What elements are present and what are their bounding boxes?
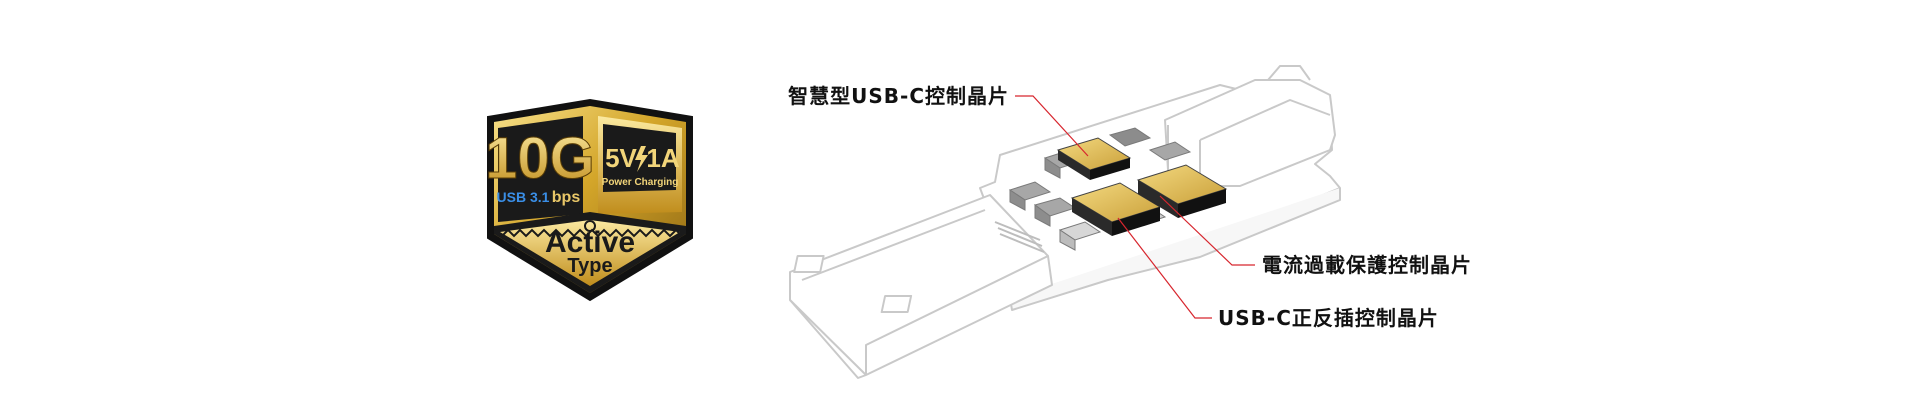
callout-reversible-usb-c-chip: USB-C正反插控制晶片	[1218, 306, 1439, 330]
callout-smart-usb-c-chip: 智慧型USB-C控制晶片	[788, 84, 1009, 108]
smart-usb-c-chip	[1056, 137, 1132, 180]
leader-smart-chip	[1015, 95, 1089, 157]
badge-type-line2: Type	[567, 255, 612, 277]
usb-a-hole	[793, 255, 825, 273]
badge-ring-icon	[584, 220, 596, 232]
badge-power-current: 1A	[646, 143, 679, 173]
chip-group	[1008, 127, 1228, 251]
leader-reversible-chip	[1117, 217, 1212, 319]
overload-protection-chip	[1136, 164, 1228, 218]
usb-a-plug	[789, 194, 1053, 379]
lightning-bolt-icon	[635, 146, 648, 172]
badge-speed-standard: USB 3.1	[497, 189, 550, 205]
badge-power-label: Power Charging	[602, 177, 679, 188]
badge-power-value: 5V	[605, 143, 637, 173]
reversible-usb-c-chip	[1070, 182, 1162, 236]
leader-overload-chip	[1159, 195, 1255, 266]
usb-a-hole	[880, 295, 913, 313]
callout-leaders	[1015, 95, 1255, 319]
active-type-badge: 10G USB 3.1 bps 5V 1A Power Charging Act…	[485, 98, 693, 302]
badge-speed-value: 10G	[485, 126, 595, 191]
usb-adapter-drawing	[789, 65, 1341, 379]
badge-type-line1: Active	[545, 226, 635, 259]
badge-speed-unit: bps	[552, 189, 581, 206]
callout-overload-protection-chip: 電流過載保護控制晶片	[1262, 253, 1472, 277]
